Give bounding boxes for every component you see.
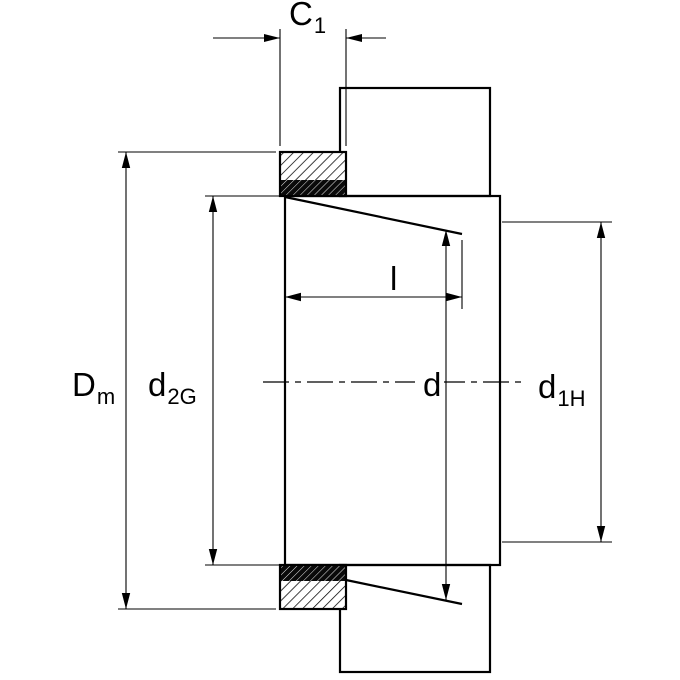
- lower-nut-outline: [278, 563, 348, 611]
- dm-label-subscript: m: [97, 384, 115, 409]
- upper-nut-thread-band: [281, 180, 345, 195]
- dm-label-base: D: [72, 366, 96, 403]
- sleeve-body-rect: [283, 194, 502, 567]
- lower-nut-thread-band: [281, 566, 345, 581]
- d-arrow-bottom: [441, 584, 451, 600]
- d-label-mask: [415, 362, 444, 402]
- dm-arrow-top: [121, 152, 131, 168]
- d1h-label: d1H: [538, 368, 585, 411]
- upper-nut-hatch: [281, 153, 345, 181]
- d2g-label-subscript: 2G: [167, 384, 196, 409]
- c1-label-base: C: [289, 0, 313, 32]
- lower-slit-line: [345, 578, 463, 606]
- d2g-arrow-bottom: [208, 549, 218, 565]
- dm-label: Dm: [72, 366, 115, 409]
- lower-nut-hatch: [281, 581, 345, 608]
- d1h-arrow-bottom: [596, 526, 606, 542]
- dm-arrow-bottom: [121, 593, 131, 609]
- d-label-base: d: [423, 366, 441, 403]
- d2g-label: d2G: [148, 366, 197, 409]
- upper-slit-line: [284, 195, 463, 236]
- c1-arrow-right: [346, 34, 362, 42]
- upper-nut-outline: [278, 150, 348, 198]
- d1h-label-base: d: [538, 368, 556, 405]
- l-label-base: l: [390, 260, 397, 297]
- d2g-arrow-top: [208, 196, 218, 212]
- d2g-label-base: d: [148, 366, 166, 403]
- d1h-arrow-top: [596, 222, 606, 238]
- c1-label-subscript: 1: [314, 13, 326, 38]
- l-label: l: [390, 260, 397, 297]
- l-arrow-right: [446, 292, 462, 302]
- d-label: d: [423, 366, 441, 403]
- upper-body-rect: [338, 86, 492, 198]
- c1-arrow-left: [264, 34, 280, 42]
- d-arrow-top: [441, 230, 451, 246]
- d1h-label-subscript: 1H: [557, 386, 585, 411]
- l-arrow-left: [285, 292, 301, 302]
- c1-label: C1: [289, 0, 326, 38]
- lower-body-rect: [338, 563, 492, 674]
